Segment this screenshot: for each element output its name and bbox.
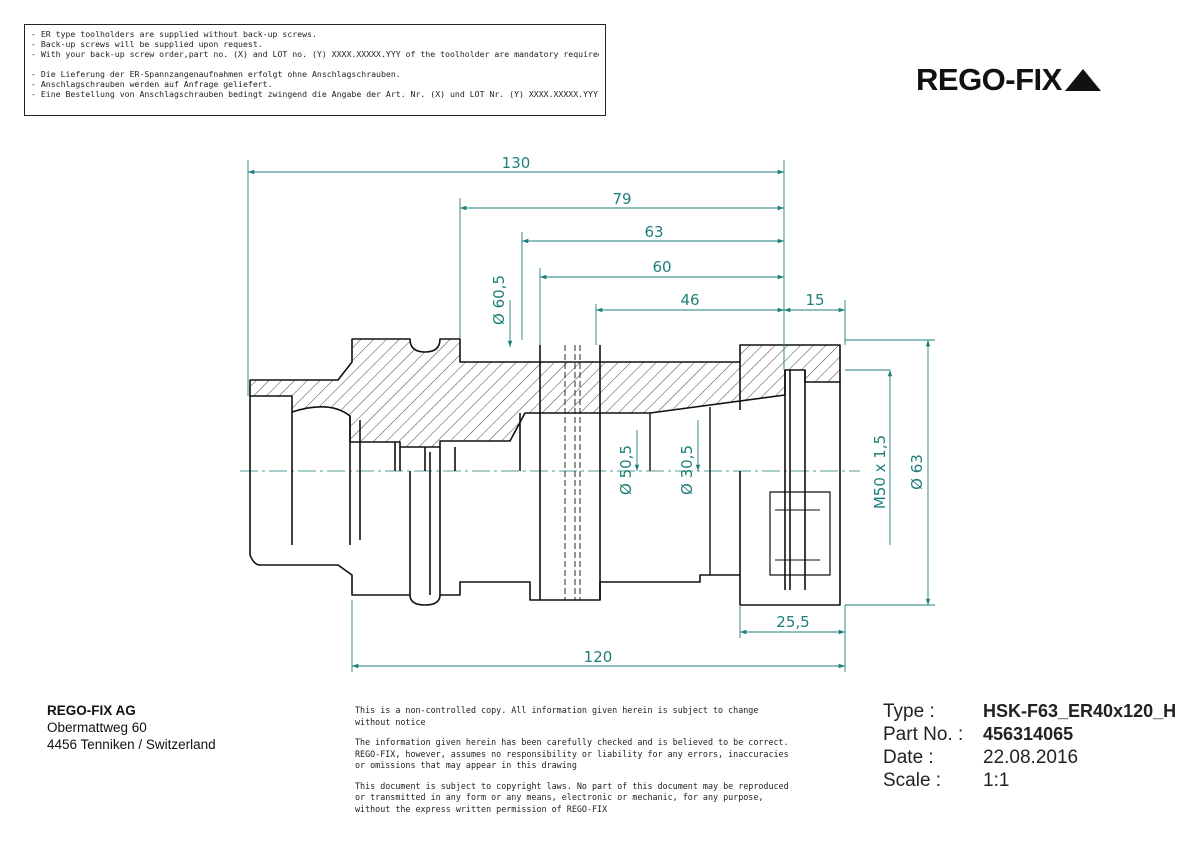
company-street: Obermattweg 60 xyxy=(47,720,147,735)
dim-dia-50-5: Ø 50,5 xyxy=(617,445,635,495)
note-en-2: - Back-up screws will be supplied upon r… xyxy=(31,39,263,49)
disclaimer: This is a non-controlled copy. All infor… xyxy=(355,705,795,824)
dim-15: 15 xyxy=(805,291,824,309)
scale-label: Scale : xyxy=(883,770,942,791)
disclaimer-2: The information given herein has been ca… xyxy=(355,737,789,770)
dim-dia-30-5: Ø 30,5 xyxy=(678,445,696,495)
dim-130: 130 xyxy=(502,154,531,172)
type-value: HSK-F63_ER40x120_H xyxy=(983,701,1177,721)
date-label: Date : xyxy=(883,747,934,768)
disclaimer-3: This document is subject to copyright la… xyxy=(355,780,789,814)
part-value: 456314065 xyxy=(983,724,1074,744)
dim-120: 120 xyxy=(584,648,613,666)
section-upper-half xyxy=(249,338,841,575)
note-de-2: - Anschlagschrauben werden auf Anfrage g… xyxy=(31,79,273,89)
logo-triangle-icon xyxy=(1064,69,1101,91)
dim-60: 60 xyxy=(652,258,671,276)
dim-46: 46 xyxy=(680,291,699,309)
date-value: 22.08.2016 xyxy=(983,747,1079,768)
note-en-3: - With your back-up screw order,part no.… xyxy=(31,49,599,59)
dim-63: 63 xyxy=(644,223,663,241)
notes-box: - ER type toolholders are supplied witho… xyxy=(24,24,606,116)
hidden-lines xyxy=(564,345,581,600)
dimension-lines xyxy=(247,160,935,672)
type-label: Type : xyxy=(883,701,935,722)
company-address: REGO-FIX AG Obermattweg 60 4456 Tenniken… xyxy=(47,702,216,753)
company-name: REGO-FIX AG xyxy=(47,703,136,718)
dim-dia-60-5: Ø 60,5 xyxy=(490,275,508,325)
note-de-3: - Eine Bestellung von Anschlagschrauben … xyxy=(31,89,599,99)
note-en-1: - ER type toolholders are supplied witho… xyxy=(31,29,317,39)
title-block: Type : HSK-F63_ER40x120_H Part No. : 456… xyxy=(883,700,1183,792)
dim-m50: M50 x 1,5 xyxy=(871,435,889,509)
dim-dia-63: Ø 63 xyxy=(908,454,926,490)
dim-79: 79 xyxy=(612,190,631,208)
dim-25-5: 25,5 xyxy=(776,613,809,631)
note-de-1: - Die Lieferung der ER-Spannzangenaufnah… xyxy=(31,69,401,79)
dimension-labels: 130 79 63 60 46 15 25,5 120 Ø 60,5 Ø 50,… xyxy=(490,154,926,666)
company-city: 4456 Tenniken / Switzerland xyxy=(47,737,216,752)
scale-value: 1:1 xyxy=(983,770,1010,791)
outline-lower-half xyxy=(249,345,841,606)
logo-text: REGO-FIX xyxy=(916,62,1062,97)
rego-fix-logo: REGO-FIX xyxy=(916,62,1103,98)
part-label: Part No. : xyxy=(883,724,964,745)
disclaimer-1: This is a non-controlled copy. All infor… xyxy=(355,705,759,727)
